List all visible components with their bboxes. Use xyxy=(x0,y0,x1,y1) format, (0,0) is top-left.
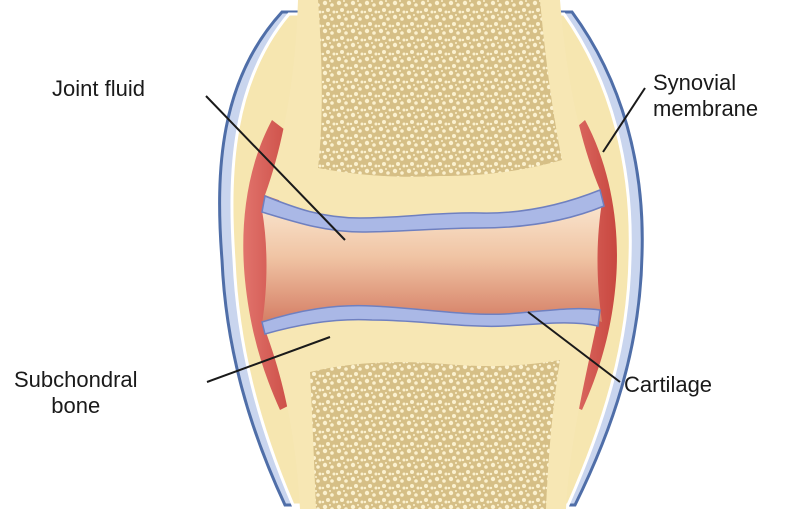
label-subchondral-bone: Subchondral bone xyxy=(14,367,138,419)
label-synovial-line1: Synovial xyxy=(653,70,758,96)
label-subchondral-line2: bone xyxy=(14,393,138,419)
label-subchondral-line1: Subchondral xyxy=(14,367,138,393)
lower-spongy-bone xyxy=(310,360,560,509)
label-synovial-line2: membrane xyxy=(653,96,758,122)
label-joint-fluid-text: Joint fluid xyxy=(52,76,145,102)
upper-spongy-bone xyxy=(318,0,562,177)
label-cartilage: Cartilage xyxy=(624,372,712,398)
label-synovial-membrane: Synovial membrane xyxy=(653,70,758,122)
label-cartilage-text: Cartilage xyxy=(624,372,712,398)
label-joint-fluid: Joint fluid xyxy=(52,76,145,102)
